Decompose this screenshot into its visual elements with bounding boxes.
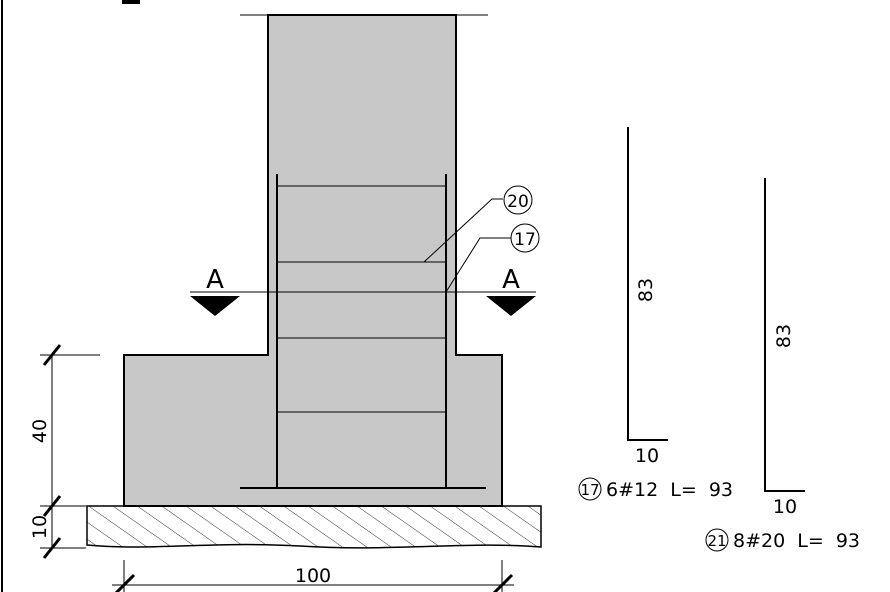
- dimension-tick: [42, 537, 62, 559]
- bar-17-vertical-length: 83: [635, 278, 657, 302]
- callout-label-17: 17: [514, 230, 536, 250]
- callout-leader-20: [423, 198, 503, 263]
- bar-shape-17: [627, 127, 668, 441]
- bar-17-hook-length: 10: [635, 445, 659, 467]
- dimension-label-footing-height: 40: [29, 419, 51, 443]
- rebar-cage: [240, 174, 486, 489]
- dimension-label-footing-width: 100: [295, 565, 331, 587]
- dimension-tick: [42, 495, 62, 517]
- bar-17-mark-bubble: [578, 477, 602, 501]
- dimension-tick: [42, 344, 62, 366]
- callout-bubble-20: [503, 185, 533, 215]
- callout-label-20: 20: [507, 192, 529, 212]
- section-arrow-right: [486, 296, 536, 316]
- bar-21-spec: 8#20 L= 93: [733, 530, 860, 552]
- bar-21-vertical-length: 83: [773, 324, 795, 348]
- section-arrow-left: [190, 296, 240, 316]
- bar-21-mark: 21: [707, 532, 726, 550]
- vertical-dimension: [40, 344, 100, 559]
- callout-bubble-17: [510, 223, 540, 253]
- section-marker-right: A: [502, 265, 520, 295]
- blinding-layer: [86, 505, 542, 549]
- bar-21-mark-bubble: [705, 528, 729, 552]
- section-marker-left: A: [206, 265, 224, 295]
- bar-17-spec: 6#12 L= 93: [606, 479, 733, 501]
- bar-shape-21: [764, 178, 805, 492]
- bar-21-hook-length: 10: [773, 496, 797, 518]
- bar-17-mark: 17: [580, 481, 599, 499]
- corner-mark: [122, 0, 140, 4]
- dimension-label-blinding-height: 10: [29, 515, 51, 539]
- callout-leader-17: [445, 237, 511, 293]
